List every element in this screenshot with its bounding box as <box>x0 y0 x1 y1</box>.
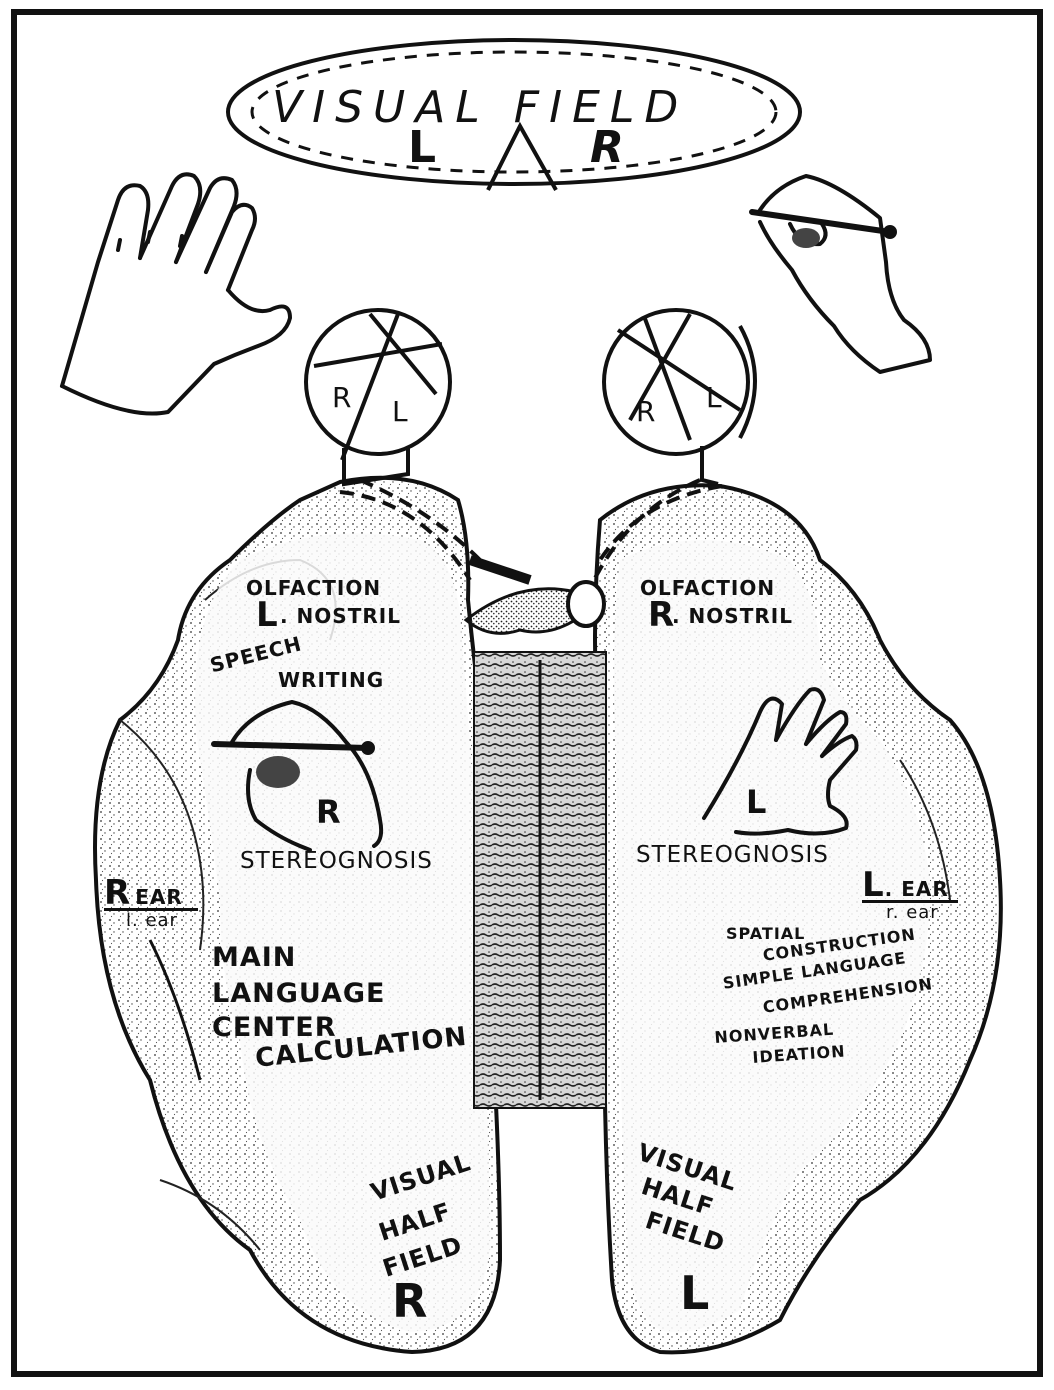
field-triangle <box>488 126 556 190</box>
left-eye-r: R <box>332 384 352 412</box>
right-spatial: SPATIAL <box>726 926 805 942</box>
right-ear-big: L. EAR <box>862 868 949 902</box>
right-ear-big-text: . EAR <box>885 877 949 901</box>
right-hand-letter: L <box>746 786 767 818</box>
right-stereognosis: STEREOGNOSIS <box>636 844 829 867</box>
left-language: LANGUAGE <box>212 980 385 1007</box>
right-ear-small: r. ear <box>886 904 939 922</box>
right-eye-r: R <box>636 398 656 426</box>
left-eye-l: L <box>392 398 409 426</box>
optic-chiasm <box>466 560 604 633</box>
left-ear-big-letter: R <box>104 873 131 913</box>
visual-field-right-label: R <box>590 126 625 170</box>
right-ear-big-letter: L <box>862 865 885 905</box>
left-ear-small: l. ear <box>126 912 178 930</box>
right-field-letter: L <box>680 1270 710 1316</box>
visual-field-title: VISUAL FIELD <box>272 86 688 130</box>
visual-field-left-label: L <box>408 126 437 170</box>
right-eye-l: L <box>706 384 723 412</box>
right-nostril: . NOSTRIL <box>672 606 793 626</box>
left-nostril-letter: L <box>256 598 279 632</box>
left-nostril: . NOSTRIL <box>280 606 401 626</box>
left-stereognosis: STEREOGNOSIS <box>240 850 433 873</box>
left-field-letter: R <box>392 1278 428 1324</box>
writing-hand-icon <box>752 176 930 372</box>
left-ear-big-text: EAR <box>135 885 183 909</box>
corpus-callosum <box>474 652 606 1108</box>
open-hand-icon <box>62 174 290 413</box>
left-main: MAIN <box>212 944 296 971</box>
left-hand-letter: R <box>316 796 342 828</box>
left-writing: WRITING <box>278 670 384 690</box>
